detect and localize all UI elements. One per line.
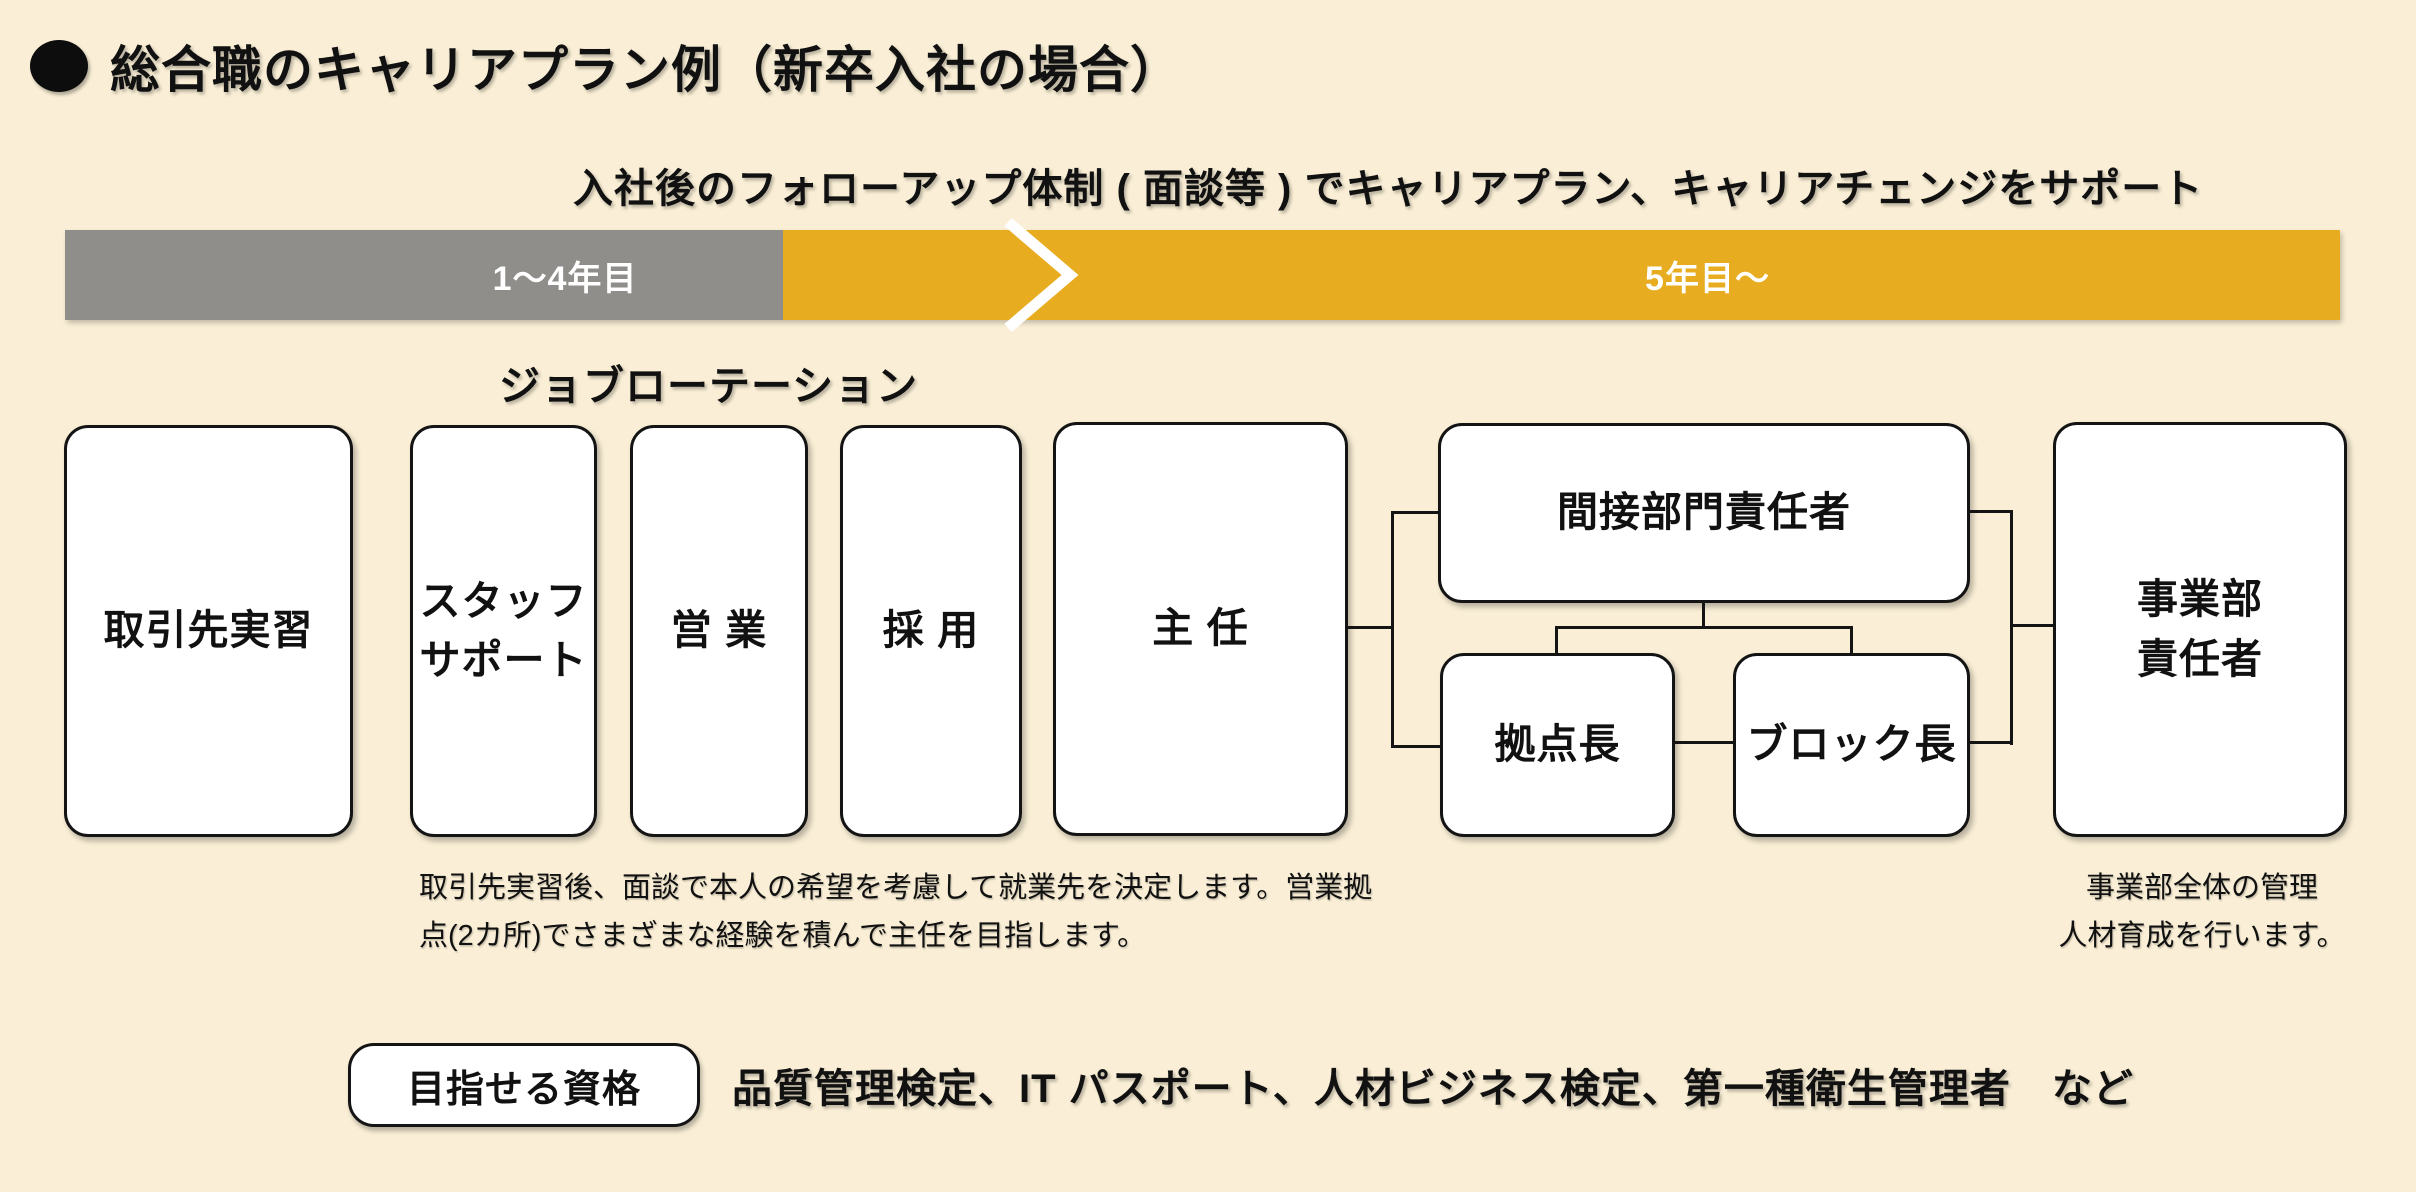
left-note-line2: 点(2カ所)でさまざまな経験を積んで主任を目指します。 xyxy=(419,920,1147,953)
connector-line xyxy=(1555,628,1558,655)
timeline-phase1-segment xyxy=(65,230,783,320)
left-note: 取引先実習後、面談で本人の希望を考慮して就業先を決定します。営業拠 点(2カ所)… xyxy=(419,864,1379,960)
right-note: 事業部全体の管理 人材育成を行います。 xyxy=(2032,864,2372,960)
job-rotation-label: ジョブローテーション xyxy=(499,363,919,409)
qualifications-badge-label: 目指せる資格 xyxy=(406,1068,641,1111)
connector-line xyxy=(1968,510,2012,513)
connector-line xyxy=(1555,626,1853,629)
box-sales-label: 営 業 xyxy=(670,607,768,654)
right-note-line1: 事業部全体の管理 xyxy=(2085,872,2318,904)
box-indirect-dept-manager: 間接部門責任者 xyxy=(1438,423,1970,603)
box-chief-label: 主 任 xyxy=(1152,605,1249,652)
timeline-phase1-label: 1〜4年目 xyxy=(492,259,638,298)
box-chief: 主 任 xyxy=(1053,422,1348,836)
connector-line xyxy=(1673,741,1735,744)
bullet-circle-icon xyxy=(30,40,88,92)
connector-line xyxy=(2010,510,2013,745)
box-branch-manager-label: 拠点長 xyxy=(1494,721,1621,768)
box-block-manager: ブロック長 xyxy=(1733,653,1970,837)
connector-line xyxy=(1968,741,2012,744)
box-block-manager-label: ブロック長 xyxy=(1746,721,1957,768)
chevron-right-icon xyxy=(1004,217,1079,333)
box-sales: 営 業 xyxy=(630,425,808,837)
connector-line xyxy=(1393,745,1442,748)
connector-line xyxy=(1346,626,1392,629)
box-division-manager-line1: 事業部 xyxy=(2137,576,2263,623)
connector-line xyxy=(1850,628,1853,655)
connector-line xyxy=(1391,511,1394,748)
qualifications-list: 品質管理検定、IT パスポート、人材ビジネス検定、第一種衛生管理者 など xyxy=(732,1067,2134,1111)
left-note-line1: 取引先実習後、面談で本人の希望を考慮して就業先を決定します。営業拠 xyxy=(419,872,1373,904)
right-note-line2: 人材育成を行います。 xyxy=(2058,920,2346,953)
timeline-bar: 1〜4年目 5年目〜 xyxy=(65,217,2340,333)
connector-line xyxy=(2013,624,2055,627)
connector-line xyxy=(1393,511,1440,514)
timeline-phase2-label: 5年目〜 xyxy=(1645,259,1770,298)
connector-line xyxy=(1702,601,1705,629)
page-title: 総合職のキャリアプラン例（新卒入社の場合） xyxy=(110,42,1181,98)
qualifications-badge: 目指せる資格 xyxy=(348,1043,700,1127)
box-staff-support: スタッフ サポート xyxy=(410,425,597,837)
box-recruiting-label: 採 用 xyxy=(882,607,980,654)
box-recruiting: 採 用 xyxy=(840,425,1022,837)
page-title-row: 総合職のキャリアプラン例（新卒入社の場合） xyxy=(30,30,1181,102)
box-client-training-label: 取引先実習 xyxy=(103,607,314,654)
box-indirect-dept-manager-label: 間接部門責任者 xyxy=(1557,489,1851,536)
box-staff-support-line2: サポート xyxy=(419,637,588,683)
box-staff-support-line1: スタッフ xyxy=(419,577,588,624)
box-division-manager-line2: 責任者 xyxy=(2137,635,2263,682)
box-division-manager: 事業部 責任者 xyxy=(2053,422,2347,837)
followup-subtitle: 入社後のフォローアップ体制 ( 面談等 ) でキャリアプラン、キャリアチェンジを… xyxy=(573,167,2204,211)
box-client-training: 取引先実習 xyxy=(64,425,353,837)
box-branch-manager: 拠点長 xyxy=(1440,653,1675,837)
